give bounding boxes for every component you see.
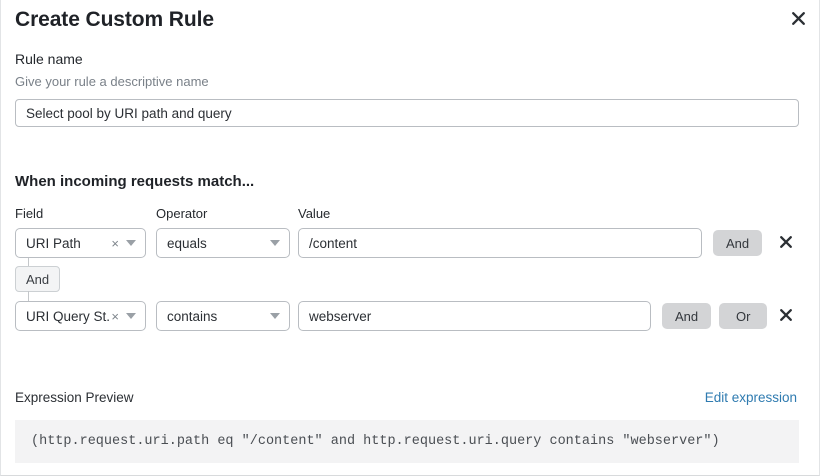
- page-title: Create Custom Rule: [15, 8, 214, 31]
- chevron-down-icon: [126, 240, 136, 246]
- operator-select[interactable]: contains: [156, 301, 290, 331]
- delete-condition-button[interactable]: [773, 302, 799, 328]
- value-input[interactable]: [298, 228, 702, 258]
- field-select-value: URI Query St...: [26, 308, 110, 324]
- field-select[interactable]: URI Path ×: [15, 228, 146, 258]
- add-and-condition-button[interactable]: And: [662, 303, 712, 329]
- operator-select[interactable]: equals: [156, 228, 290, 258]
- chevron-down-icon: [126, 313, 136, 319]
- delete-icon: [780, 236, 792, 248]
- close-icon[interactable]: [785, 5, 811, 31]
- close-glyph: [791, 11, 805, 25]
- match-section-heading: When incoming requests match...: [15, 173, 255, 190]
- chevron-down-icon: [270, 240, 280, 246]
- edit-expression-link[interactable]: Edit expression: [704, 390, 797, 405]
- expression-preview-label: Expression Preview: [15, 390, 134, 405]
- delete-icon: [780, 309, 792, 321]
- connector-line-bottom: [28, 291, 29, 302]
- connector-and-badge[interactable]: And: [15, 266, 61, 292]
- chevron-down-icon: [270, 313, 280, 319]
- expression-preview-code: (http.request.uri.path eq "/content" and…: [15, 420, 799, 463]
- condition-row: URI Path × equals And: [1, 228, 819, 258]
- field-select-value: URI Path: [26, 235, 81, 251]
- rule-name-hint: Give your rule a descriptive name: [15, 74, 209, 89]
- column-header-operator: Operator: [156, 206, 208, 221]
- add-or-condition-button[interactable]: Or: [719, 303, 768, 329]
- connector-line-top: [28, 258, 29, 268]
- delete-condition-button[interactable]: [773, 229, 799, 255]
- operator-select-value: equals: [167, 235, 207, 251]
- column-header-field: Field: [15, 206, 44, 221]
- field-select[interactable]: URI Query St... ×: [15, 301, 146, 331]
- add-and-condition-button[interactable]: And: [713, 230, 763, 256]
- field-clear-icon[interactable]: ×: [111, 308, 119, 324]
- rule-name-label: Rule name: [15, 51, 83, 67]
- condition-row: URI Query St... × contains And Or: [1, 301, 819, 331]
- operator-select-value: contains: [167, 308, 218, 324]
- field-clear-icon[interactable]: ×: [111, 235, 119, 251]
- value-input[interactable]: [298, 301, 651, 331]
- rule-name-input[interactable]: [15, 99, 799, 127]
- column-header-value: Value: [298, 206, 331, 221]
